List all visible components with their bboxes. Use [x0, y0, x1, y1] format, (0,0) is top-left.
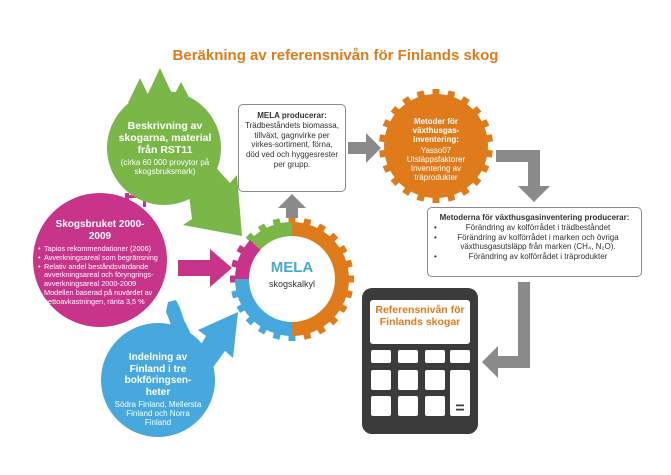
inventory-list: Förändring av kolförrådet i trädbestånde… — [434, 223, 635, 262]
list-item: Relativ andel beståndsvärdande avverknin… — [38, 262, 162, 289]
mela-produces-body: Trädbeståndets biomassa, tillväxt, gagnv… — [245, 120, 339, 169]
inventory-heading: Metoderna för växthusgasinventering prod… — [439, 213, 630, 222]
arrow-mela-to-produces — [278, 194, 306, 218]
forest-description-circle — [107, 91, 221, 205]
regions-heading: Indelning av Finland i tre bokföringsen-… — [124, 352, 192, 398]
mela-sub: skogskalkyl — [268, 279, 315, 289]
regions-text: Indelning av Finland i tre bokföringsen-… — [114, 352, 202, 428]
list-item: Avverkningsareal som begränsning — [38, 253, 162, 263]
mela-gear-icon — [230, 217, 354, 341]
forest-sub: (cirka 60 000 provytor på skogsbruksmark… — [120, 158, 210, 177]
arrow-forestry-to-mela — [178, 249, 232, 287]
forestry-heading: Skogsbruket 2000-2009 — [55, 219, 145, 242]
methods-gear-icon — [379, 89, 493, 203]
list-item: Förändring av kolförrådet i trädbestånde… — [434, 223, 635, 233]
mela-produces-heading: MELA producerar: — [257, 111, 327, 120]
page-title: Beräkning av referensnivån för Finlands … — [172, 47, 499, 64]
regions-circle — [101, 323, 215, 437]
calculator-icon — [362, 288, 478, 434]
methods-text: Metoder för växthusgas-inventering: Yass… — [398, 117, 474, 182]
arrow-methods-to-inventory — [496, 150, 550, 202]
mela-label: MELA skogskalkyl — [250, 259, 334, 289]
mela-name: MELA — [270, 259, 314, 276]
list-item: Förändring av kolförrådet i marken och ö… — [434, 233, 635, 253]
forestry-heading-wrap: Skogsbruket 2000-2009 — [50, 219, 150, 242]
forest-description: Beskrivning av skogarna, material från R… — [117, 120, 213, 177]
inventory-box: Metoderna för växthusgasinventering prod… — [427, 207, 642, 277]
methods-body: Yasso07 Utsläppsfaktorer Inventering av … — [406, 145, 466, 183]
forestry-list: Tapios rekommendationer (2006) Avverknin… — [38, 244, 162, 307]
regions-sub: Södra Finland, Mellersta Finland och Nor… — [114, 400, 202, 428]
list-item: Modellen baserad på nuvärdet av nettoavk… — [38, 288, 162, 307]
list-item: Förändring av kolförrådet i träprodukter — [434, 252, 635, 262]
arrow-produces-to-methods — [348, 133, 381, 163]
mela-produces-box: MELA producerar: Trädbeståndets biomassa… — [238, 104, 346, 192]
forest-heading: Beskrivning av skogarna, material från R… — [118, 120, 212, 157]
reference-level-label: Referensnivån för Finlands skogar — [375, 304, 465, 328]
methods-heading: Metoder för växthusgas-inventering: — [412, 117, 460, 145]
arrow-inventory-to-reference — [482, 282, 530, 378]
equals-key-label: = — [455, 400, 465, 417]
list-item: Tapios rekommendationer (2006) — [38, 244, 162, 254]
